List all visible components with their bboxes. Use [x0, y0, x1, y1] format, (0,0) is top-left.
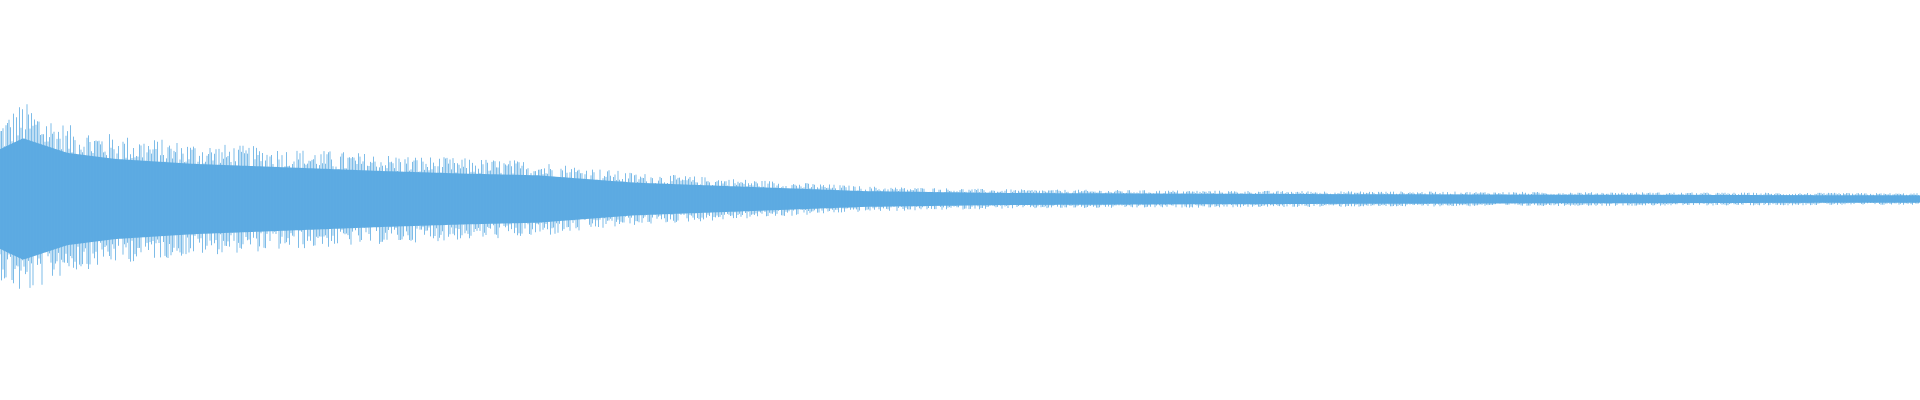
waveform-peaks: [0, 104, 1920, 289]
